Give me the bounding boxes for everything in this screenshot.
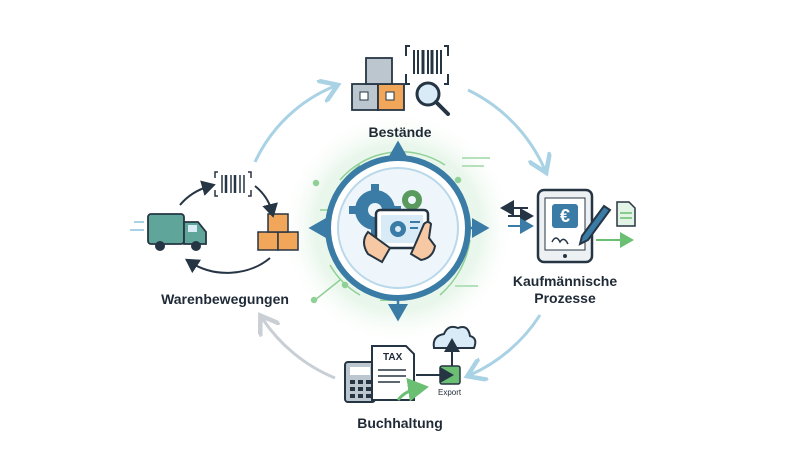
label-warenbewegungen: Warenbewegungen	[161, 291, 289, 307]
label-kaufmaennisch-line1: Kaufmännische	[512, 273, 618, 289]
tablet-hand-icon	[363, 208, 437, 264]
tablet-euro-icon: €	[536, 188, 594, 264]
tax-document-icon	[371, 345, 429, 402]
left-boxes-icon	[257, 213, 299, 251]
truck-icon	[130, 213, 207, 251]
pen-icon	[578, 204, 612, 246]
cloud-upload-icon	[432, 325, 477, 366]
tax-text: TAX	[383, 352, 403, 363]
left-cycle-arrows	[179, 180, 278, 274]
euro-symbol: €	[560, 206, 570, 226]
exchange-arrows	[500, 200, 634, 248]
calculator-icon	[344, 361, 376, 403]
export-text: Export	[438, 388, 462, 397]
barcode-icon	[405, 45, 449, 85]
label-bestaende: Bestände	[368, 124, 432, 140]
label-buchhaltung: Buchhaltung	[357, 415, 443, 431]
outer-cycle-arrows	[253, 86, 545, 378]
document-icon	[616, 201, 636, 227]
magnifier-icon	[415, 81, 450, 116]
boxes-icon	[351, 57, 405, 111]
left-barcode-icon	[214, 171, 252, 197]
hub-spoke-arrows	[308, 140, 490, 322]
export-icon	[416, 365, 461, 385]
label-kaufmaennisch-line2: Prozesse	[534, 290, 596, 306]
